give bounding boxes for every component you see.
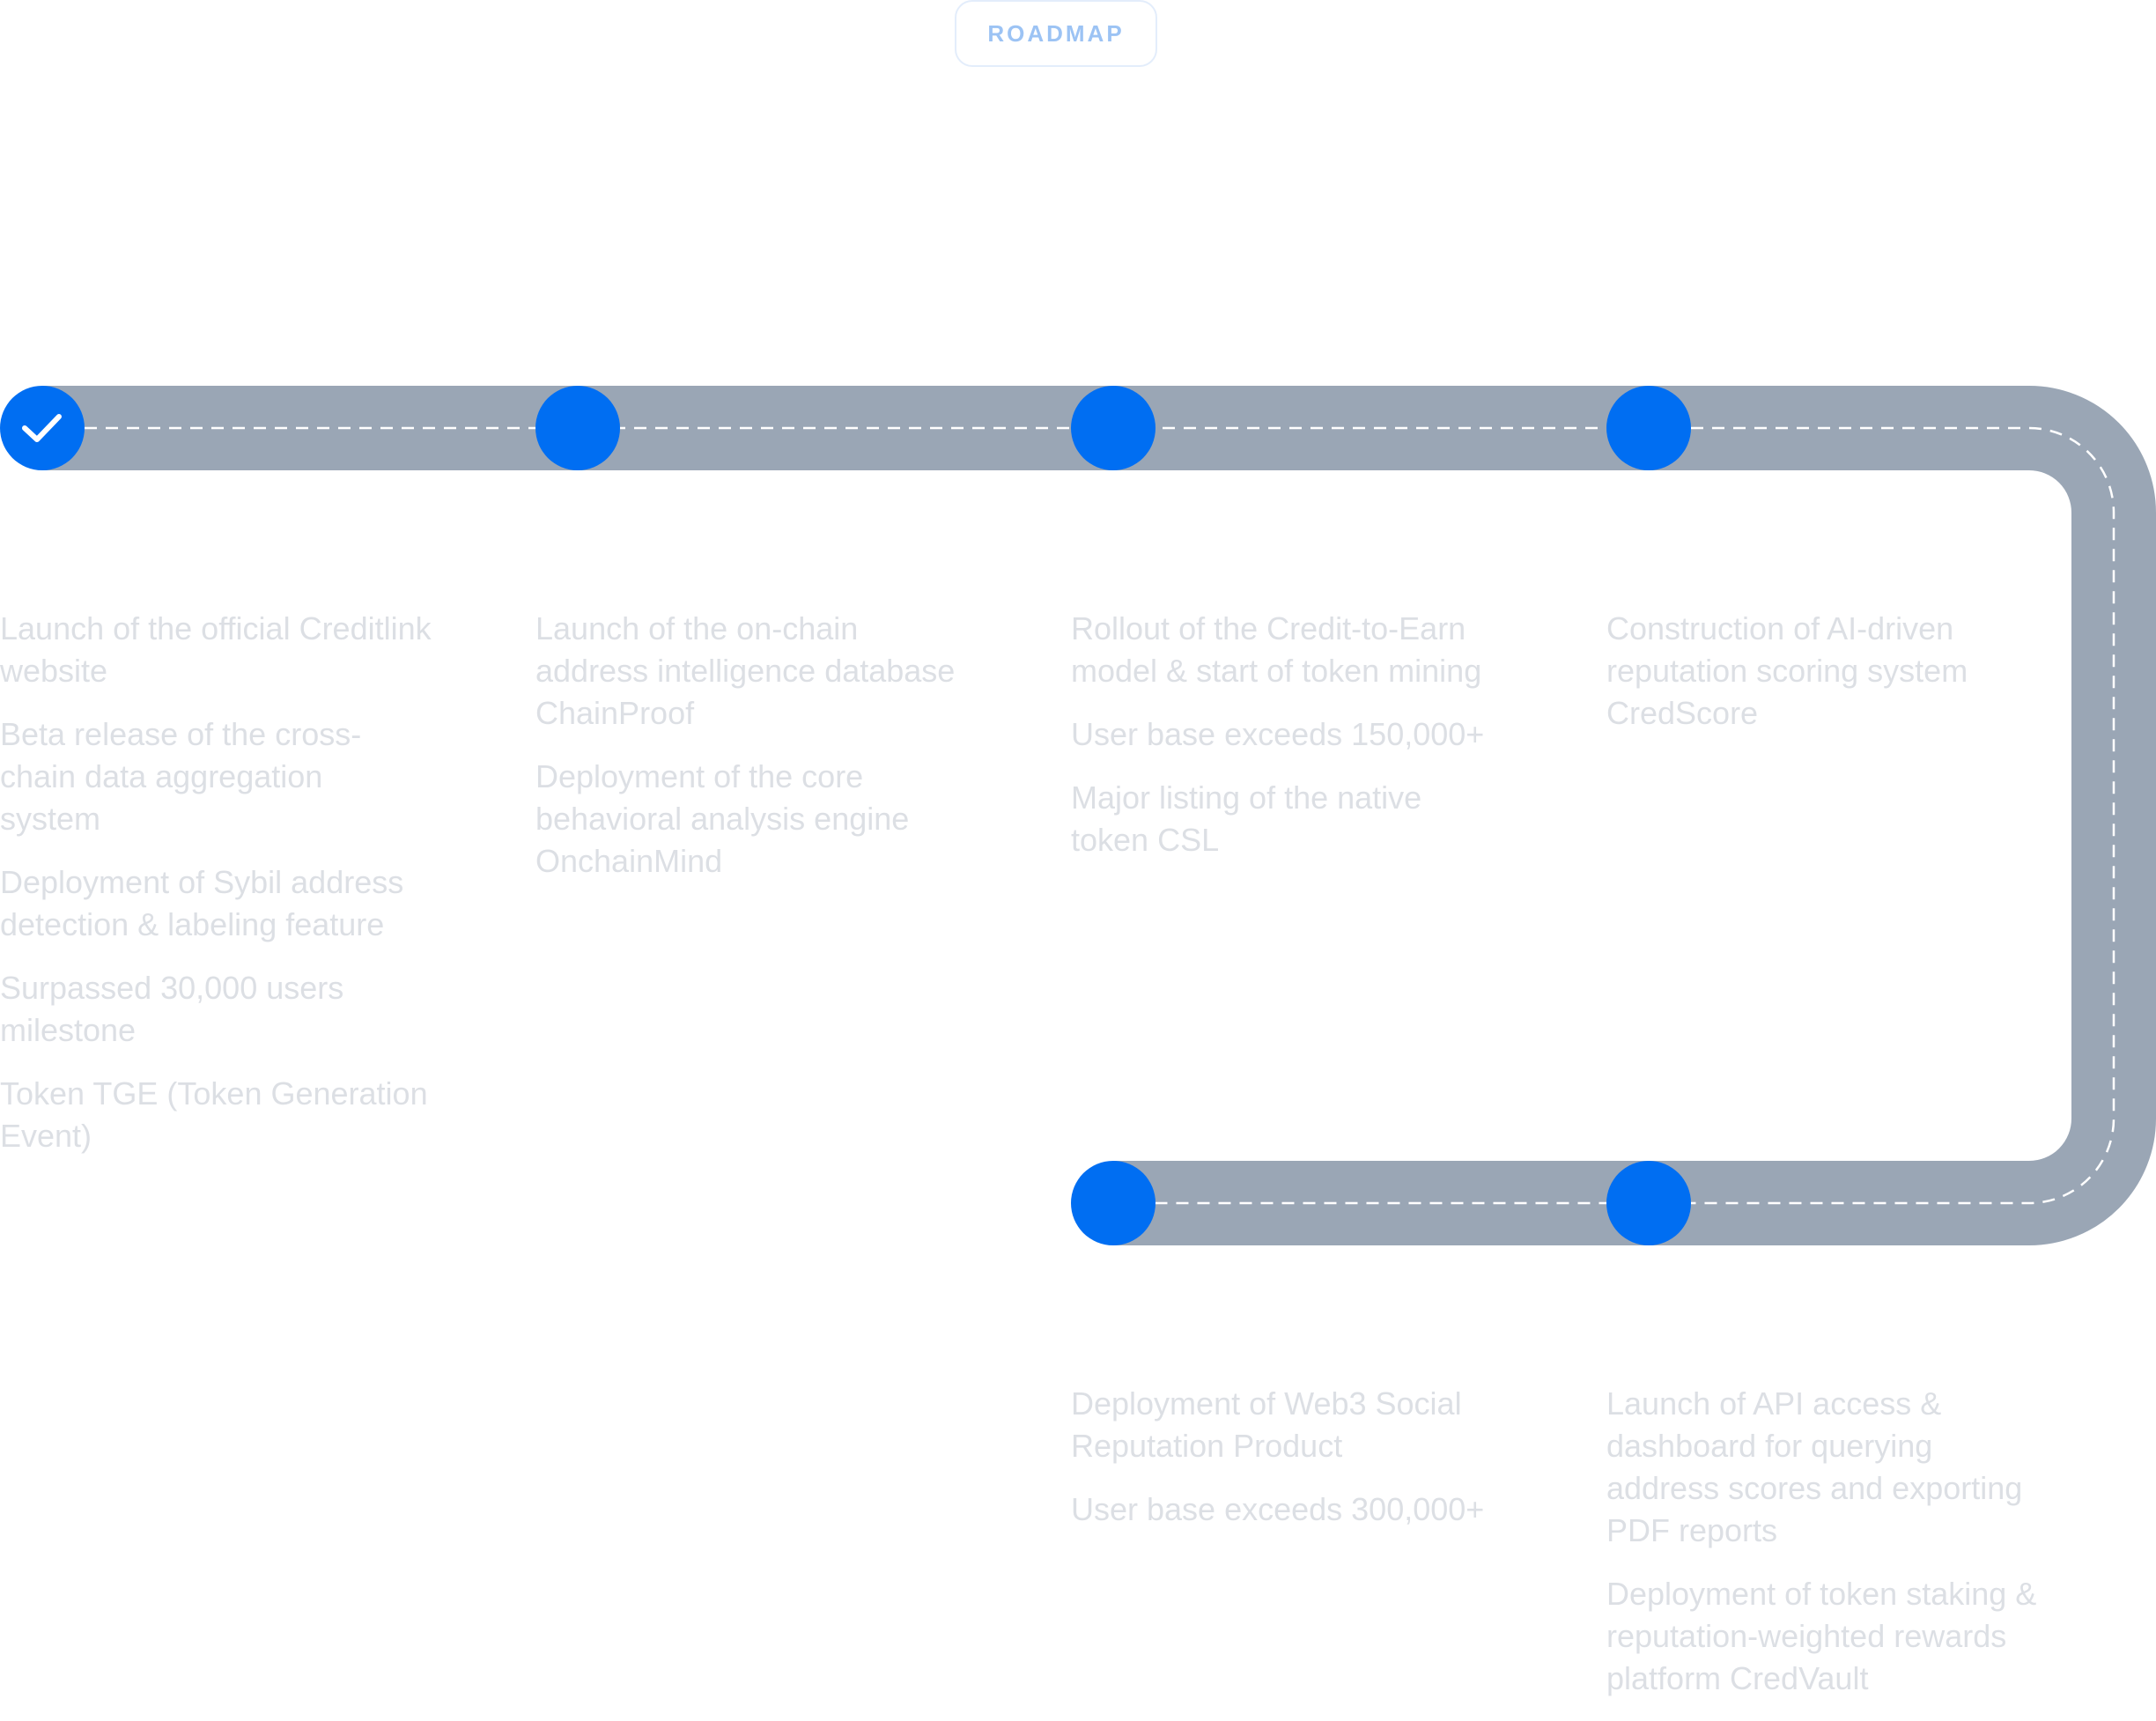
milestone-item: Deployment of Web3 Social Reputation Pro…	[1071, 1385, 1462, 1464]
milestone-item: User base exceeds 300,000+	[1071, 1491, 1485, 1527]
milestone-6-text: Deployment of Web3 Social Reputation Pro…	[1071, 1383, 1503, 1552]
milestone-5-text: Launch of API access & dashboard for que…	[1606, 1383, 2047, 1721]
check-icon	[22, 414, 62, 442]
milestone-item: Launch of the official Creditlink websit…	[0, 610, 432, 689]
road-center-dash	[42, 426, 2115, 1205]
milestone-item: Beta release of the cross-chain data agg…	[0, 716, 362, 837]
milestone-item: Surpassed 30,000 users milestone	[0, 970, 344, 1048]
milestone-6	[1071, 1161, 1156, 1245]
milestone-item: Deployment of token staking & reputation…	[1606, 1576, 2037, 1696]
milestone-item: Launch of the on-chain address intellige…	[535, 610, 956, 731]
milestone-item: Launch of API access & dashboard for que…	[1606, 1385, 2023, 1548]
roadmap-badge: ROADMAP	[955, 0, 1157, 67]
milestone-5	[1606, 1161, 1691, 1245]
milestone-item: Token TGE (Token Generation Event)	[0, 1075, 428, 1154]
milestone-4	[1606, 386, 1691, 470]
milestone-item: Rollout of the Credit-to-Earn model & st…	[1071, 610, 1482, 689]
milestone-item: Deployment of Sybil address detection & …	[0, 864, 404, 942]
milestone-4-text: Construction of AI-driven reputation sco…	[1606, 608, 2038, 756]
milestone-item: Construction of AI-driven reputation sco…	[1606, 610, 1968, 731]
milestone-item: Deployment of the core behavioral analys…	[535, 758, 910, 879]
milestone-2	[535, 386, 620, 470]
milestone-1-text: Launch of the official Creditlink websit…	[0, 608, 432, 1178]
milestone-3	[1071, 386, 1156, 470]
milestone-3-text: Rollout of the Credit-to-Earn model & st…	[1071, 608, 1503, 883]
milestone-item: Major listing of the native token CSL	[1071, 779, 1422, 858]
milestone-1	[0, 386, 85, 470]
milestone-item: User base exceeds 150,000+	[1071, 716, 1485, 752]
milestone-2-text: Launch of the on-chain address intellige…	[535, 608, 967, 904]
